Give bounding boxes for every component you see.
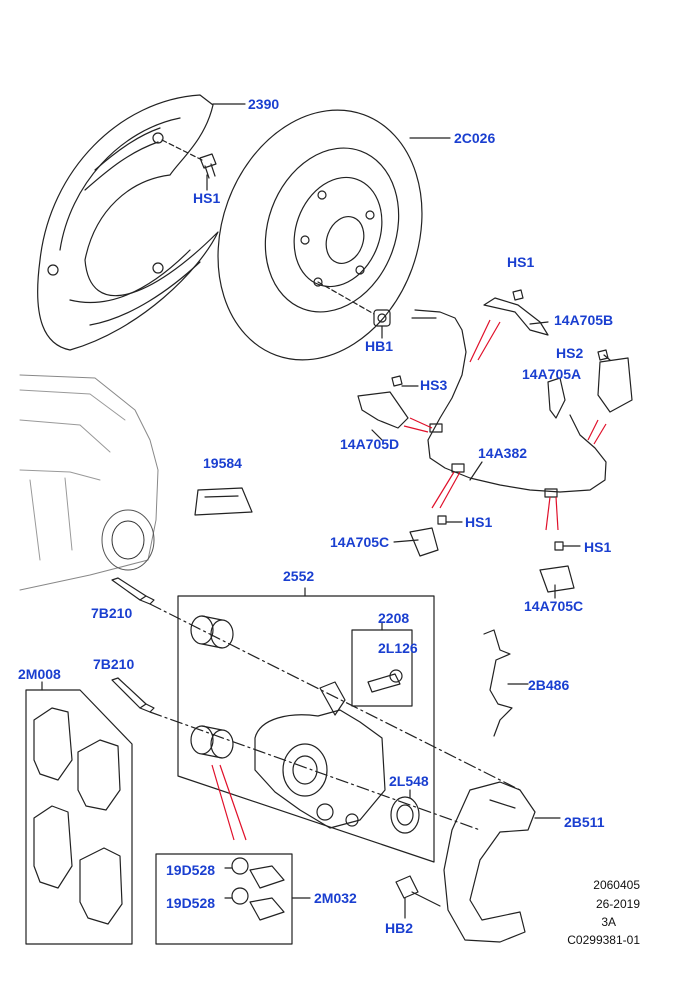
label-hb2[interactable]: HB2 xyxy=(385,920,414,936)
label-14a705d[interactable]: 14A705D xyxy=(340,436,400,452)
guide-pin-top[interactable] xyxy=(111,577,155,605)
bushing-kit-parts[interactable] xyxy=(231,857,285,921)
guide-pin-mid[interactable] xyxy=(111,677,155,713)
doc-reference: C0299381-01 xyxy=(567,933,640,947)
label-7b210-top[interactable]: 7B210 xyxy=(91,605,133,621)
label-14a705a[interactable]: 14A705A xyxy=(522,366,582,382)
caliper-body-part[interactable] xyxy=(254,681,386,829)
label-2l126[interactable]: 2L126 xyxy=(378,640,418,656)
bolt-hs1-top[interactable] xyxy=(199,153,217,179)
label-19d528-top[interactable]: 19D528 xyxy=(166,862,216,878)
brake-pad-set-box xyxy=(25,689,133,945)
bracket-14a705c-left[interactable] xyxy=(409,527,439,557)
label-hb1[interactable]: HB1 xyxy=(365,338,394,354)
label-hs2[interactable]: HS2 xyxy=(556,345,584,361)
label-19d528-bottom[interactable]: 19D528 xyxy=(166,895,216,911)
spring-clip-2b486[interactable] xyxy=(483,629,513,737)
label-14a705c-left[interactable]: 14A705C xyxy=(330,534,390,550)
bolt-hb2[interactable] xyxy=(395,875,441,907)
brake-pads[interactable] xyxy=(33,707,123,925)
bleed-screw-2l126[interactable] xyxy=(367,669,403,693)
doc-code: 2060405 xyxy=(593,878,640,892)
bushing-top[interactable] xyxy=(190,615,234,649)
label-2b511[interactable]: 2B511 xyxy=(564,814,605,830)
label-7b210-mid[interactable]: 7B210 xyxy=(93,656,135,672)
bushing-kit-box xyxy=(155,853,293,945)
label-2c026[interactable]: 2C026 xyxy=(454,130,496,146)
label-14a705b[interactable]: 14A705B xyxy=(554,312,614,328)
bushing-bottom[interactable] xyxy=(190,725,234,759)
bracket-14a705a[interactable] xyxy=(597,357,633,413)
bleed-screw-box xyxy=(351,629,413,707)
label-hs1-right[interactable]: HS1 xyxy=(507,254,535,270)
label-hs1-mid[interactable]: HS1 xyxy=(465,514,493,530)
label-14a382[interactable]: 14A382 xyxy=(478,445,528,461)
label-2m008[interactable]: 2M008 xyxy=(18,666,61,682)
label-2552[interactable]: 2552 xyxy=(283,568,315,584)
doc-date: 26-2019 xyxy=(595,897,640,911)
bracket-14a705c-right[interactable] xyxy=(539,565,575,593)
vehicle-location-illustration xyxy=(19,374,159,591)
carrier-bracket-2b511[interactable] xyxy=(443,781,536,943)
doc-revision: 3A xyxy=(601,915,616,929)
bracket-14a705d[interactable] xyxy=(357,391,409,429)
label-2l548[interactable]: 2L548 xyxy=(389,773,429,789)
seal-2l548[interactable] xyxy=(390,796,420,834)
brake-disc-part[interactable] xyxy=(184,81,456,389)
label-14a705c-right[interactable]: 14A705C xyxy=(524,598,584,614)
caliper-kit-box xyxy=(177,595,435,863)
label-hs1-top[interactable]: HS1 xyxy=(193,190,221,206)
label-2390[interactable]: 2390 xyxy=(248,96,280,112)
reference-lines xyxy=(211,319,607,841)
label-2m032[interactable]: 2M032 xyxy=(314,890,357,906)
label-hs3[interactable]: HS3 xyxy=(420,377,448,393)
grease-packet-19584[interactable] xyxy=(194,487,253,516)
bracket-14a705b[interactable] xyxy=(483,297,549,336)
label-hs1-low[interactable]: HS1 xyxy=(584,539,612,555)
label-2b486[interactable]: 2B486 xyxy=(528,677,570,693)
label-19584[interactable]: 19584 xyxy=(203,455,242,471)
sensor-harness-part[interactable] xyxy=(411,309,607,498)
splash-shield-part[interactable] xyxy=(37,94,219,351)
label-2208[interactable]: 2208 xyxy=(378,610,410,626)
